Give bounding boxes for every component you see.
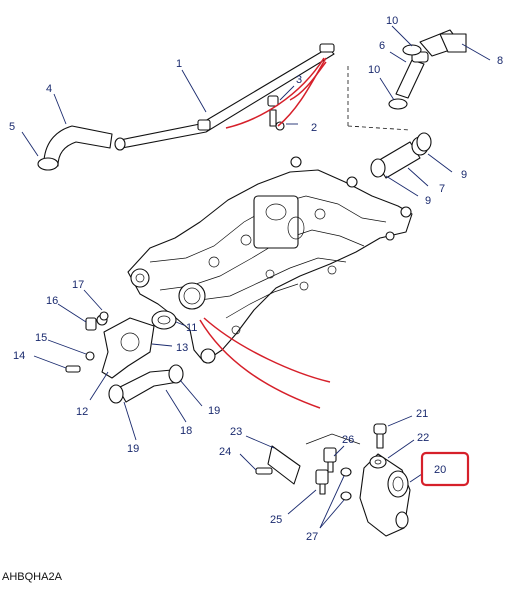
callout-21: 21: [416, 408, 428, 420]
clip-19: [108, 364, 184, 404]
callout-10-upper: 10: [386, 15, 398, 27]
thermostat-11: [151, 310, 177, 330]
callout-7: 7: [439, 183, 445, 195]
callout-4: 4: [46, 83, 52, 95]
screw-24: [255, 467, 273, 475]
callout-14: 14: [13, 350, 25, 362]
washer-17: [99, 311, 109, 321]
callout-10-lower: 10: [368, 64, 380, 76]
callout-13: 13: [176, 342, 188, 354]
callout-15: 15: [35, 332, 47, 344]
leader-lines: [21, 25, 491, 529]
diagram-reference-code: AHBQHA2A: [2, 571, 62, 583]
callout-3: 3: [296, 74, 302, 86]
callout-1: 1: [176, 58, 182, 70]
callout-18: 18: [180, 425, 192, 437]
bolt-21: [373, 423, 387, 449]
intake-manifold: [127, 156, 413, 364]
callout-22: 22: [417, 432, 429, 444]
wiring-guide: [305, 433, 361, 445]
washer-15: [85, 351, 95, 361]
callout-19-right: 19: [208, 405, 220, 417]
callout-12: 12: [76, 406, 88, 418]
callout-25: 25: [270, 514, 282, 526]
callout-8: 8: [497, 55, 503, 67]
callout-2: 2: [311, 122, 317, 134]
sensor-25: [315, 469, 329, 495]
hose-4: [37, 125, 113, 171]
callout-26: 26: [342, 434, 354, 446]
callout-5: 5: [9, 121, 15, 133]
callout-17: 17: [72, 279, 84, 291]
connection-guide: [347, 66, 411, 131]
callout-24: 24: [219, 446, 231, 458]
bracket-bolt: [267, 95, 285, 131]
sensor-26: [323, 447, 337, 473]
screw-14: [65, 365, 81, 373]
callout-9-lower: 9: [425, 195, 431, 207]
callout-27: 27: [306, 531, 318, 543]
callout-23: 23: [230, 426, 242, 438]
callout-labels: 1 2 3 4 5 6 7 8 9 9 10 10 11 12 13 14 15…: [9, 15, 503, 543]
thermostat-housing-12: [101, 317, 155, 379]
highlight-box-20: [420, 451, 470, 487]
callout-16: 16: [46, 295, 58, 307]
callout-6: 6: [379, 40, 385, 52]
clip-10: [388, 44, 422, 110]
washer-27: [340, 467, 352, 501]
callout-20: 20: [434, 464, 446, 476]
washer-22: [369, 455, 387, 469]
outlet-elbow-20: [359, 453, 411, 537]
hose-elbow-8: [439, 33, 467, 53]
red-wiring: [199, 57, 331, 409]
callout-11: 11: [186, 322, 197, 334]
clip-9: [370, 132, 432, 178]
callout-19-left: 19: [127, 443, 139, 455]
coolant-pipe: [114, 43, 335, 151]
connector-23: [267, 445, 301, 485]
callout-9-upper: 9: [461, 169, 467, 181]
